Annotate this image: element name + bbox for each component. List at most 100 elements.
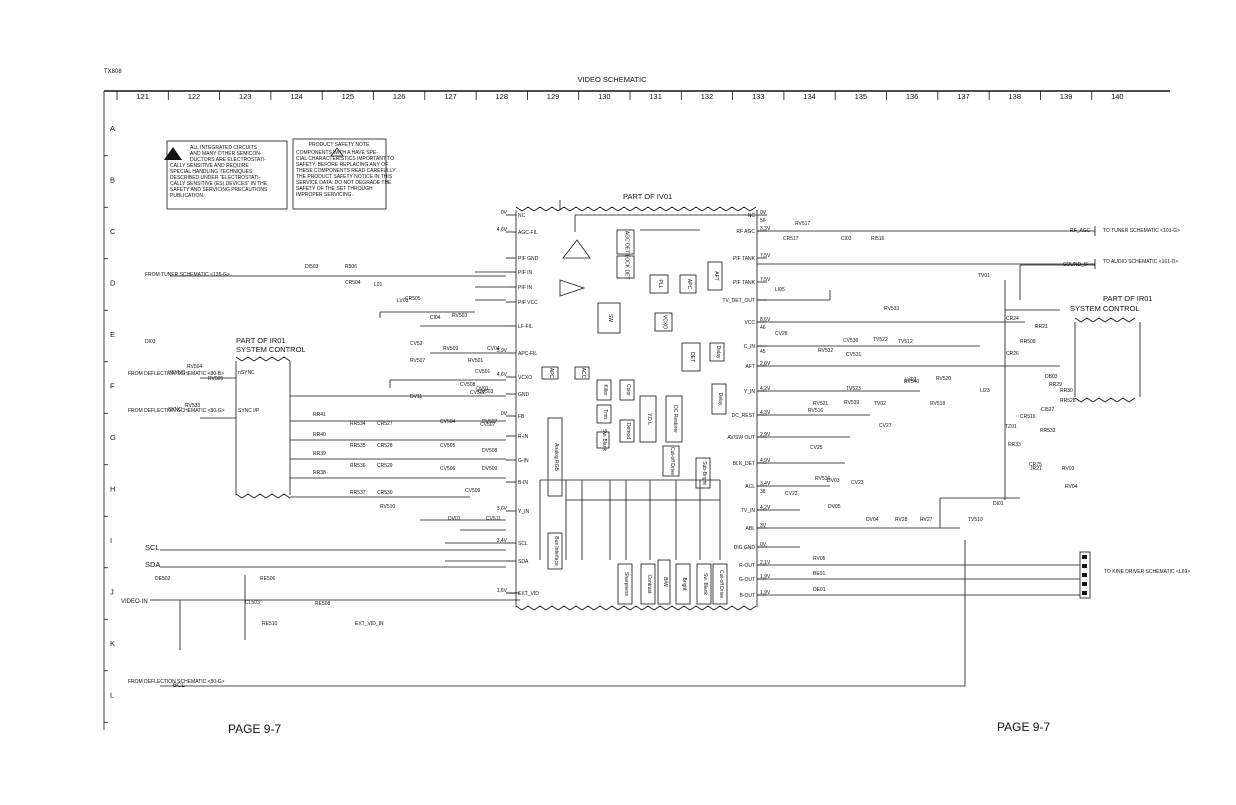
component-label: TV510 <box>968 517 983 523</box>
ic-internal-block <box>596 431 610 449</box>
svg-text:ALL INTEGRATED CIRCUITS: ALL INTEGRATED CIRCUITS <box>190 145 258 151</box>
component-label: DV05 <box>828 504 841 510</box>
schematic-title: VIDEO SCHEMATIC <box>577 75 647 84</box>
ic-block-label: Delay <box>715 346 721 359</box>
component-label: DV11 <box>410 394 422 400</box>
ic-ir01-left: PART OF IR01 SYSTEM CONTROL nSYNC SYNC I… <box>235 336 306 499</box>
ic-pin-name: AV/SW OUT <box>727 435 755 441</box>
column-label: 130 <box>598 92 611 101</box>
component-label: RV507 <box>410 358 425 364</box>
component-label: CV503 <box>478 389 494 395</box>
pin-voltage: 7,5V <box>760 253 771 259</box>
ic-block-label: DC Restorer <box>672 405 678 433</box>
component-label: CL503 <box>245 600 260 606</box>
component-labels: DI03RV504RV505RV533RV507CV52RV509RV501CV… <box>145 221 1078 627</box>
row-label: F <box>110 382 115 391</box>
ic-internal-block <box>711 383 727 415</box>
row-label: A <box>110 124 115 133</box>
component-label: DE502 <box>155 576 171 582</box>
column-label: 121 <box>136 92 149 101</box>
component-label: RR21 <box>1035 324 1048 330</box>
component-label: LI05 <box>775 287 785 293</box>
pin-voltage: 3,4V <box>760 481 771 487</box>
pin-voltage: 0V <box>501 210 508 216</box>
ic-internal-block <box>596 404 612 424</box>
component-label: DV509 <box>482 466 498 472</box>
pin-voltage: 2,9V <box>760 432 771 438</box>
component-label: RI516 <box>871 236 885 242</box>
component-label: CV52 <box>410 341 423 347</box>
component-label: CR528 <box>377 443 393 449</box>
svg-text:SYSTEM CONTROL: SYSTEM CONTROL <box>1070 304 1140 313</box>
row-label: E <box>110 330 115 339</box>
pin-voltage: 3,4V <box>497 538 508 544</box>
column-label: 124 <box>290 92 303 101</box>
pin-voltage: 0V <box>760 542 767 548</box>
pin-voltage: 7,5V <box>760 277 771 283</box>
component-label: TZ01 <box>1005 424 1017 430</box>
svg-text:DUCTORS ARE ELECTROSTATI-: DUCTORS ARE ELECTROSTATI- <box>190 157 266 163</box>
component-label: LV03 <box>397 298 409 304</box>
component-label: RV505 <box>208 376 223 382</box>
component-label: RV504 <box>187 364 202 370</box>
ic-block-label: PLL <box>657 280 663 289</box>
ic-pin-name: PIF IN <box>518 270 533 276</box>
column-label: 122 <box>188 92 201 101</box>
ic-pin-name: BLK_DET <box>733 461 755 467</box>
ic-internal-block <box>665 395 683 443</box>
ic-internal-block <box>707 261 723 291</box>
component-label: RR41 <box>313 412 326 418</box>
ic-pin-name: TV_DET_OUT <box>722 298 755 304</box>
offpage-left: FROM TUNER SCHEMATIC <135-G> FROM DEFLEC… <box>128 272 230 685</box>
component-label: CR504 <box>345 280 361 286</box>
component-label: RV510 <box>380 504 395 510</box>
svg-text:TO AUDIO SCHEMATIC <161-D>: TO AUDIO SCHEMATIC <161-D> <box>1103 259 1178 265</box>
ic-pin-name: AFT <box>746 364 755 370</box>
component-label: CV536 <box>843 338 859 344</box>
ic-pin-name: NC <box>518 213 526 219</box>
component-label: RV27 <box>920 517 933 523</box>
ic-pin-name: NC <box>748 213 756 219</box>
svg-text:FROM DEFLECTION SCHEMATIC <80-: FROM DEFLECTION SCHEMATIC <80-G> <box>128 679 225 685</box>
pin-voltage: 3V <box>760 523 767 529</box>
component-label: RR33 <box>1008 442 1021 448</box>
component-label: RR40 <box>313 432 326 438</box>
ic-pin-name: LF-FIL <box>518 324 533 330</box>
ic-pin-name: PIF TANK <box>733 280 756 286</box>
component-label: RV532 <box>818 348 833 354</box>
row-label: D <box>110 279 116 288</box>
ic-internal-block <box>547 532 563 570</box>
component-label: QV01 <box>476 386 489 392</box>
ic-internal-block <box>679 274 697 294</box>
component-label: RR30 <box>1060 388 1073 394</box>
component-label: RV533 <box>884 306 899 312</box>
sync-label: SYNC <box>168 407 182 413</box>
ic-internal-block <box>619 379 635 401</box>
component-label: CV504 <box>440 419 456 425</box>
svg-text:TO TUNER SCHEMATIC <101-G>: TO TUNER SCHEMATIC <101-G> <box>1103 228 1180 234</box>
column-label: 136 <box>906 92 919 101</box>
ic-pin-name: EXT_VID <box>518 591 539 597</box>
ic-pin-name: FB <box>518 414 525 420</box>
component-label: RV03 <box>1062 466 1075 472</box>
ic-pin-name: TV_IN <box>741 508 756 514</box>
component-label: DV04 <box>866 517 879 523</box>
column-label: 129 <box>547 92 560 101</box>
component-label: DE01 <box>813 587 826 593</box>
pin-voltage: 4,6V <box>497 227 508 233</box>
component-label: DB03 <box>1045 374 1058 380</box>
component-label: RV05 <box>813 556 826 562</box>
ic-block-label: Sw. Blank <box>601 429 607 451</box>
column-label: 128 <box>495 92 508 101</box>
ic-pin-name: VCXO <box>518 375 532 381</box>
svg-text:FROM TUNER SCHEMATIC <135-G>: FROM TUNER SCHEMATIC <135-G> <box>145 272 230 278</box>
component-label: TV512 <box>898 339 913 345</box>
component-label: TV523 <box>846 386 861 392</box>
column-label: 125 <box>342 92 355 101</box>
ic-pin-name: C_IN <box>744 344 756 350</box>
component-label: RR38 <box>313 470 326 476</box>
column-label: 135 <box>855 92 868 101</box>
row-label: B <box>110 176 115 185</box>
svg-text:DESCRIBED UNDER "ELECTROSTATI-: DESCRIBED UNDER "ELECTROSTATI- <box>170 175 261 181</box>
